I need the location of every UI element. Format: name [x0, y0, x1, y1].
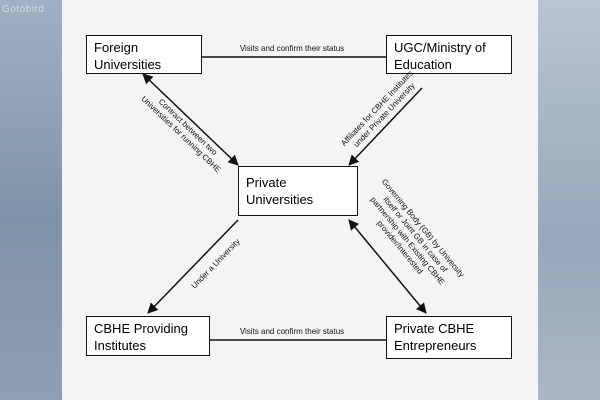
- arrow-private-to-cbhe: [147, 219, 239, 314]
- node-private-cbhe-entrepreneurs: Private CBHE Entrepreneurs: [386, 316, 512, 359]
- diagram-slide: Foreign Universities UGC/Ministry of Edu…: [62, 0, 538, 400]
- node-foreign-universities: Foreign Universities: [86, 35, 202, 74]
- arrow-private-entrepreneurs: [348, 219, 427, 314]
- connector-layer: [142, 51, 427, 346]
- node-private-universities: Private Universities: [238, 166, 358, 216]
- left-background-panel: Gotobird: [0, 0, 62, 400]
- edge-label-entrepreneurs-to-cbhe: Visits and confirm their status: [239, 327, 345, 336]
- arrow-foreign-private: [142, 73, 239, 166]
- node-cbhe-providing-institutes: CBHE Providing Institutes: [86, 316, 210, 356]
- right-background-panel: [538, 0, 600, 400]
- arrow-ugc-to-private: [348, 87, 423, 166]
- edge-label-ugc-to-foreign: Visits and confirm their status: [239, 44, 345, 53]
- watermark: Gotobird: [2, 4, 45, 15]
- node-ugc-ministry: UGC/Ministry of Education: [386, 35, 512, 74]
